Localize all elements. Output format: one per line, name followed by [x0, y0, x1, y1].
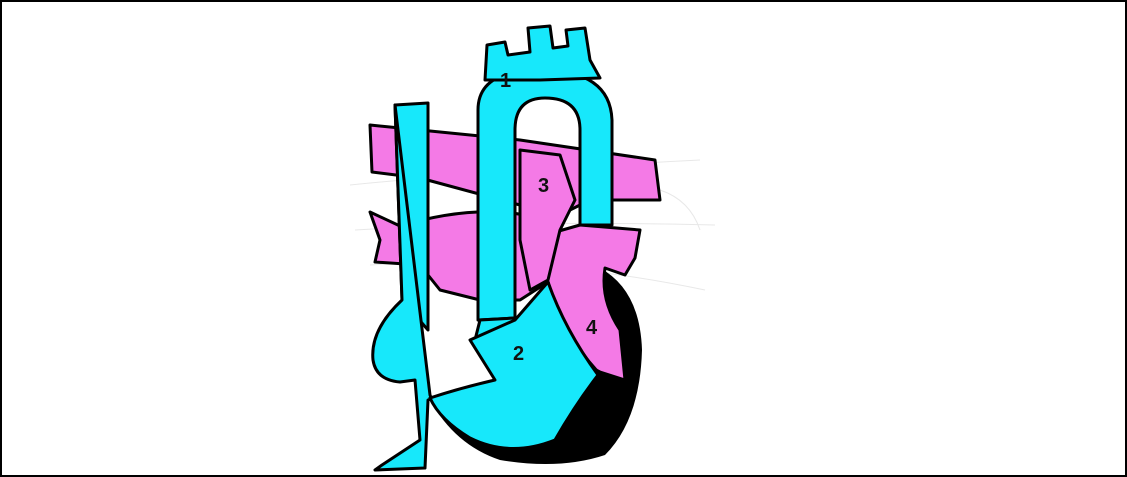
label-2: 2	[513, 343, 524, 365]
label-3: 3	[538, 175, 549, 197]
label-4: 4	[586, 317, 598, 339]
label-1: 1	[500, 70, 511, 92]
